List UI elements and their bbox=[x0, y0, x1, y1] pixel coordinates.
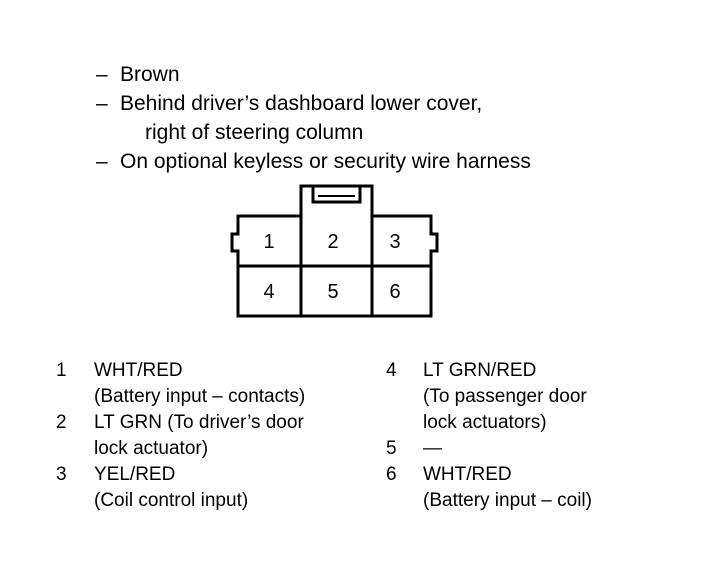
legend-item-pin-3: 3 YEL/RED (Coil control input) bbox=[56, 462, 305, 514]
legend-wire-color: LT GRN/RED bbox=[423, 360, 537, 381]
pin-number: 1 bbox=[263, 231, 274, 253]
legend-item-pin-2: 2 LT GRN (To driver’s door lock actuator… bbox=[56, 410, 305, 462]
legend-pin-number: 3 bbox=[56, 464, 67, 485]
legend-pin-number: 1 bbox=[56, 360, 67, 381]
note-bullet: – bbox=[96, 92, 108, 115]
legend-pin-number: 5 bbox=[386, 438, 397, 459]
pin-number: 5 bbox=[327, 281, 338, 303]
note-harness: –On optional keyless or security wire ha… bbox=[96, 147, 531, 176]
legend-wire-color: LT GRN (To driver’s door bbox=[94, 412, 304, 433]
legend-wire-color: WHT/RED bbox=[94, 360, 183, 381]
legend-item-pin-4: 4 LT GRN/RED (To passenger door lock act… bbox=[386, 358, 592, 436]
pin-number: 3 bbox=[389, 231, 400, 253]
pin-legend-left: 1 WHT/RED (Battery input – contacts) 2 L… bbox=[56, 358, 305, 514]
legend-item-pin-5: 5 — bbox=[386, 436, 592, 462]
note-bullet: – bbox=[96, 63, 108, 86]
note-bullet: – bbox=[96, 150, 108, 173]
note-text: On optional keyless or security wire har… bbox=[120, 150, 531, 173]
connector-lock-tab bbox=[311, 186, 362, 204]
legend-wire-color: YEL/RED bbox=[94, 464, 176, 485]
location-notes: –Brown –Behind driver’s dashboard lower … bbox=[96, 60, 531, 176]
legend-item-pin-6: 6 WHT/RED (Battery input – coil) bbox=[386, 462, 592, 514]
note-location-continued: right of steering column bbox=[145, 121, 364, 144]
legend-pin-number: 6 bbox=[386, 464, 397, 485]
legend-description: (Battery input – contacts) bbox=[94, 386, 306, 407]
connector-housing-outline bbox=[230, 184, 439, 318]
note-color: –Brown bbox=[96, 60, 531, 89]
legend-description: (Coil control input) bbox=[94, 490, 249, 511]
legend-description: (Battery input – coil) bbox=[423, 490, 592, 511]
legend-pin-number: 4 bbox=[386, 360, 397, 381]
legend-wire-color: — bbox=[423, 438, 442, 459]
legend-description: lock actuator) bbox=[94, 438, 209, 459]
note-text: Brown bbox=[120, 63, 180, 86]
legend-description: lock actuators) bbox=[423, 412, 547, 433]
pin-number: 4 bbox=[263, 281, 274, 303]
note-location: –Behind driver’s dashboard lower cover, bbox=[96, 89, 531, 118]
legend-wire-color: WHT/RED bbox=[423, 464, 512, 485]
pin-number: 6 bbox=[389, 281, 400, 303]
legend-description: (To passenger door bbox=[423, 386, 587, 407]
legend-item-pin-1: 1 WHT/RED (Battery input – contacts) bbox=[56, 358, 305, 410]
pin-number: 2 bbox=[327, 231, 338, 253]
pin-legend-right: 4 LT GRN/RED (To passenger door lock act… bbox=[386, 358, 592, 514]
note-text: Behind driver’s dashboard lower cover, bbox=[120, 92, 483, 115]
legend-pin-number: 2 bbox=[56, 412, 67, 433]
